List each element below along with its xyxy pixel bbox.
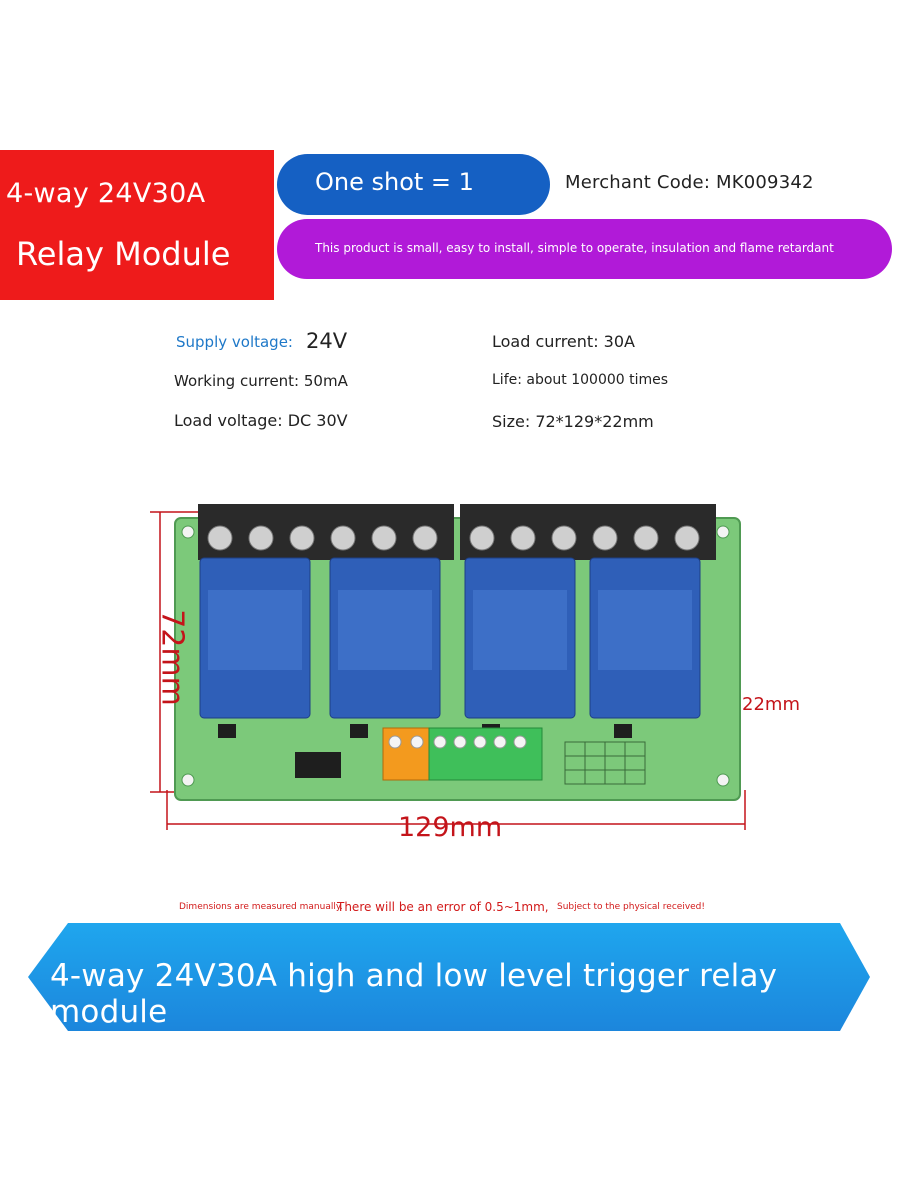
depth-dimension: 22mm — [742, 694, 800, 715]
tagline-banner: This product is small, easy to install, … — [277, 219, 892, 279]
relay-1 — [199, 557, 311, 719]
note-part-3: Subject to the physical received! — [557, 902, 705, 912]
supply-voltage-label: Supply voltage: — [176, 333, 293, 351]
footer-banner — [28, 923, 870, 1031]
merchant-code: Merchant Code: MK009342 — [565, 172, 814, 193]
relay-board-image — [150, 504, 746, 830]
top-terminal-left — [198, 504, 454, 560]
load-voltage: Load voltage: DC 30V — [174, 411, 348, 430]
title-line-1: 4-way 24V30A — [6, 178, 206, 209]
title-line-2: Relay Module — [16, 235, 231, 273]
height-dimension: 72mm — [154, 609, 190, 706]
load-current: Load current: 30A — [492, 332, 635, 351]
working-current: Working current: 50mA — [174, 372, 348, 390]
width-dimension: 129mm — [398, 812, 503, 843]
pin-header — [295, 752, 341, 778]
footer-banner-text: 4-way 24V30A high and low level trigger … — [50, 958, 778, 1030]
size: Size: 72*129*22mm — [492, 412, 654, 431]
title-box — [0, 150, 274, 300]
relay-3 — [464, 557, 576, 719]
note-part-1: Dimensions are measured manually. — [179, 902, 343, 912]
life: Life: about 100000 times — [492, 372, 669, 388]
input-terminal — [382, 727, 543, 781]
quantity-badge-label: One shot = 1 — [315, 168, 474, 196]
top-terminal-right — [460, 504, 716, 560]
note-part-2: There will be an error of 0.5~1mm, — [337, 900, 549, 914]
tagline-text: This product is small, easy to install, … — [315, 241, 834, 255]
supply-voltage-value: 24V — [306, 329, 348, 353]
relay-2 — [329, 557, 441, 719]
relay-4 — [589, 557, 701, 719]
quantity-badge: One shot = 1 — [277, 154, 550, 215]
